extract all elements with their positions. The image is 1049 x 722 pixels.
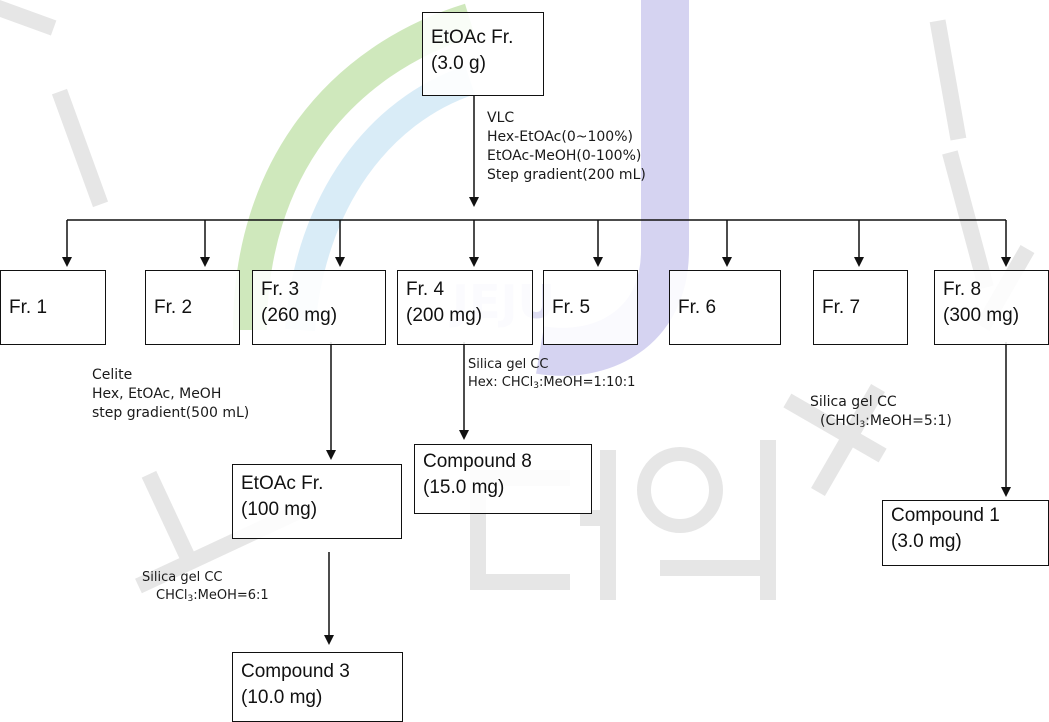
vlc-line: Step gradient(200 mL) (487, 167, 646, 183)
fr8-cc-solvent: (CHCl3:MeOH=5:1) (820, 413, 952, 430)
fraction-7: Fr. 7 (813, 270, 908, 345)
etoac-sub-mass: (100 mg) (241, 499, 318, 520)
fr8-silica-conditions: Silica gel CC (CHCl3:MeOH=5:1) (810, 393, 952, 431)
sub-cc-solvent: CHCl3:MeOH=6:1 (156, 588, 269, 604)
celite-line: Celite (92, 367, 133, 383)
compound-8-name: Compound 8 (423, 451, 532, 472)
root-etoac-fraction: EtOAc Fr. (3.0 g) (422, 12, 544, 96)
vlc-line: VLC (487, 110, 515, 126)
fraction-2: Fr. 2 (145, 270, 240, 345)
celite-line: Hex, EtOAc, MeOH (92, 386, 222, 402)
vlc-line: Hex-EtOAc(0~100%) (487, 129, 633, 145)
fr4-silica-conditions: Silica gel CC Hex: CHCl3:MeOH=1:10:1 (468, 356, 635, 392)
fr4-cc-solvent: Hex: CHCl3:MeOH=1:10:1 (468, 375, 636, 391)
celite-conditions: Celite Hex, EtOAc, MeOH step gradient(50… (92, 366, 249, 423)
fr4-cc-method: Silica gel CC (468, 357, 549, 372)
sub-cc-method: Silica gel CC (142, 570, 223, 585)
root-title: EtOAc Fr. (431, 27, 514, 48)
fraction-mass: (300 mg) (943, 305, 1020, 326)
fraction-1: Fr. 1 (0, 270, 106, 345)
fraction-6: Fr. 6 (669, 270, 781, 345)
fraction-label: Fr. 1 (9, 297, 48, 318)
fraction-4: Fr. 4 (200 mg) (397, 270, 533, 345)
fraction-label: Fr. 7 (822, 297, 861, 318)
etoac-silica-conditions: Silica gel CC CHCl3:MeOH=6:1 (142, 569, 269, 605)
fraction-label: Fr. 8 (943, 279, 982, 300)
vlc-line: EtOAc-MeOH(0-100%) (487, 148, 642, 164)
celite-line: step gradient(500 mL) (92, 405, 250, 421)
fraction-5: Fr. 5 (543, 270, 638, 345)
compound-3: Compound 3 (10.0 mg) (232, 652, 403, 722)
fraction-mass: (260 mg) (261, 305, 338, 326)
compound-3-mass: (10.0 mg) (241, 687, 323, 708)
etoac-subfraction: EtOAc Fr. (100 mg) (232, 464, 402, 539)
fraction-label: Fr. 6 (678, 297, 717, 318)
root-mass: (3.0 g) (431, 53, 486, 74)
compound-8-mass: (15.0 mg) (423, 477, 505, 498)
fraction-mass: (200 mg) (406, 305, 483, 326)
compound-8: Compound 8 (15.0 mg) (414, 444, 592, 514)
compound-1: Compound 1 (3.0 mg) (882, 500, 1049, 566)
vlc-conditions: VLC Hex-EtOAc(0~100%) EtOAc-MeOH(0-100%)… (487, 109, 646, 185)
fraction-3: Fr. 3 (260 mg) (252, 270, 386, 345)
fraction-label: Fr. 5 (552, 297, 591, 318)
fraction-label: Fr. 2 (154, 297, 193, 318)
fraction-label: Fr. 4 (406, 279, 445, 300)
fraction-8: Fr. 8 (300 mg) (934, 270, 1049, 345)
compound-1-name: Compound 1 (891, 505, 1000, 526)
fraction-label: Fr. 3 (261, 279, 300, 300)
etoac-sub-title: EtOAc Fr. (241, 473, 324, 494)
compound-1-mass: (3.0 mg) (891, 531, 962, 552)
fr8-cc-method: Silica gel CC (810, 394, 897, 410)
compound-3-name: Compound 3 (241, 661, 350, 682)
